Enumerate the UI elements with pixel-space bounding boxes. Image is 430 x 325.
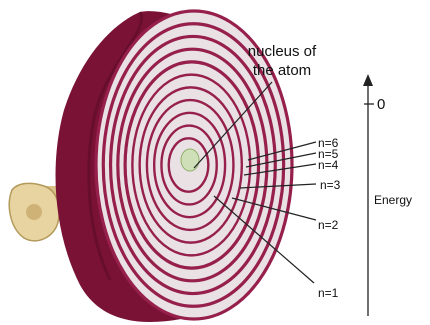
energy-axis: 0 Energy (363, 74, 412, 316)
nucleus-label-line1: nucleus of (248, 43, 317, 60)
level-n2-label: n=2 (318, 218, 339, 232)
nucleus-label-line2: the atom (253, 62, 311, 79)
level-n3-label: n=3 (320, 178, 341, 192)
energy-axis-zero-label: 0 (377, 96, 385, 113)
energy-axis-title: Energy (374, 193, 412, 207)
level-n4-label: n=4 (318, 158, 339, 172)
nucleus (181, 149, 199, 171)
energy-axis-arrow-icon (363, 74, 373, 86)
level-n1-label: n=1 (318, 286, 339, 300)
